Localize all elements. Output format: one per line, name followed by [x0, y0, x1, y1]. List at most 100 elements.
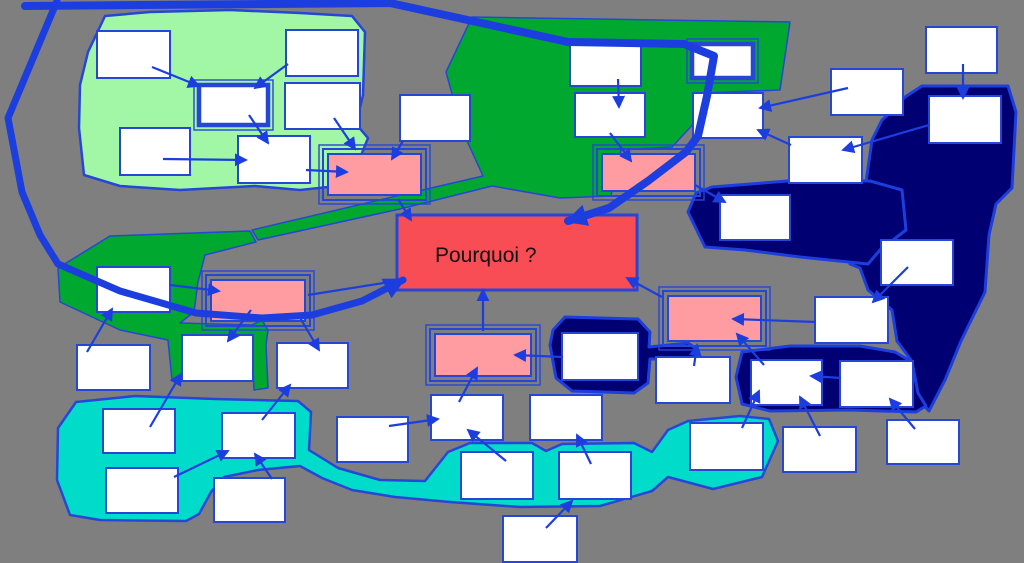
- connector-arrow: [298, 315, 320, 352]
- label-box-rect: [655, 356, 731, 404]
- label-box-13[interactable]: [925, 26, 998, 74]
- label-box-04[interactable]: [284, 82, 361, 130]
- label-box-rect: [285, 29, 359, 77]
- connector-arrow: [871, 266, 909, 304]
- connector-arrow: [756, 128, 792, 147]
- connector-arrow: [390, 140, 404, 161]
- label-box-21[interactable]: [181, 334, 254, 382]
- label-box-rect: [181, 334, 254, 382]
- connector-arrow: [149, 372, 182, 428]
- label-box-35[interactable]: [558, 451, 632, 500]
- pink-box-outer-frame: [658, 286, 771, 351]
- label-box-rect: [196, 82, 271, 128]
- pink-box-4[interactable]: [658, 286, 771, 351]
- connector-arrow: [625, 277, 663, 298]
- label-box-rect: [284, 82, 361, 130]
- label-box-08[interactable]: [569, 41, 642, 87]
- central-question-rect: [395, 213, 639, 292]
- central-question-box[interactable]: Pourquoi ?: [395, 213, 639, 292]
- label-box-17[interactable]: [880, 239, 954, 286]
- connector-arrow: [689, 343, 702, 367]
- connector-arrow: [612, 78, 626, 109]
- connector-arrow: [305, 164, 349, 178]
- label-box-22[interactable]: [276, 342, 349, 389]
- label-box-18[interactable]: [814, 296, 889, 344]
- route-top: [21, 0, 718, 226]
- connector-arrow: [169, 283, 221, 297]
- label-box-06[interactable]: [237, 135, 311, 184]
- pink-box-1[interactable]: [318, 144, 431, 205]
- connector-arrow: [397, 198, 413, 222]
- label-box-27[interactable]: [430, 394, 504, 441]
- label-box-rect: [574, 92, 646, 138]
- label-box-28[interactable]: [529, 394, 603, 441]
- connector-arrow: [466, 428, 507, 462]
- label-box-rect: [102, 408, 176, 454]
- label-box-rect: [719, 194, 791, 241]
- connector-arrow: [888, 397, 916, 430]
- label-box-23[interactable]: [561, 332, 639, 381]
- label-box-25[interactable]: [750, 359, 823, 406]
- label-box-38[interactable]: [886, 419, 960, 465]
- label-box-15[interactable]: [788, 136, 863, 184]
- label-box-rect: [119, 127, 191, 176]
- label-box-07[interactable]: [399, 94, 471, 142]
- label-box-14[interactable]: [928, 95, 1002, 144]
- label-box-16[interactable]: [719, 194, 791, 241]
- label-box-03[interactable]: [193, 79, 274, 131]
- label-box-rect: [569, 41, 642, 87]
- connector-arrow: [253, 63, 289, 90]
- label-box-26[interactable]: [839, 360, 914, 408]
- label-box-34[interactable]: [460, 451, 534, 500]
- label-box-rect: [460, 451, 534, 500]
- pink-box-rect: [327, 153, 422, 196]
- label-box-09[interactable]: [574, 92, 646, 138]
- label-box-rect: [561, 332, 639, 381]
- pink-box-mid-frame: [322, 148, 427, 201]
- connector-arrow: [162, 153, 248, 167]
- pink-box-outer-frame: [201, 270, 315, 331]
- connector-arrow: [333, 117, 357, 151]
- label-box-rect: [502, 515, 578, 563]
- label-box-24[interactable]: [655, 356, 731, 404]
- pink-box-outer-frame: [318, 144, 431, 205]
- central-question-label: Pourquoi ?: [435, 244, 537, 267]
- label-box-02[interactable]: [285, 29, 359, 77]
- connector-arrow: [173, 449, 230, 478]
- label-box-39[interactable]: [502, 515, 578, 563]
- label-box-rect: [880, 239, 954, 286]
- connector-arrow: [86, 307, 113, 353]
- pink-box-mid-frame: [662, 290, 767, 347]
- label-box-rect: [689, 422, 764, 471]
- connector-arrow: [735, 332, 765, 366]
- label-box-rect: [221, 412, 296, 459]
- label-box-32[interactable]: [105, 467, 179, 514]
- label-box-33[interactable]: [213, 477, 286, 523]
- label-box-rect: [105, 467, 179, 514]
- label-box-12[interactable]: [830, 68, 904, 116]
- connector-arrow: [731, 312, 817, 326]
- connector-arrow: [694, 184, 727, 203]
- pink-box-mid-frame: [205, 274, 311, 327]
- label-box-36[interactable]: [689, 422, 764, 471]
- connector-arrow: [609, 132, 633, 163]
- label-box-outer-frame: [686, 38, 759, 84]
- connector-arrow: [575, 433, 592, 465]
- label-box-rect: [558, 451, 632, 500]
- label-box-rect: [814, 296, 889, 344]
- connector-arrow: [253, 452, 273, 480]
- route-left: [4, 0, 407, 322]
- connector-arrow: [809, 370, 842, 384]
- label-box-31[interactable]: [221, 412, 296, 459]
- label-box-rect: [430, 394, 504, 441]
- label-box-rect: [788, 136, 863, 184]
- connector-arrow: [248, 114, 270, 145]
- label-box-30[interactable]: [102, 408, 176, 454]
- pink-box-outer-frame: [592, 144, 705, 201]
- label-box-rect: [839, 360, 914, 408]
- label-box-20[interactable]: [76, 344, 151, 391]
- label-box-rect: [928, 95, 1002, 144]
- label-box-05[interactable]: [119, 127, 191, 176]
